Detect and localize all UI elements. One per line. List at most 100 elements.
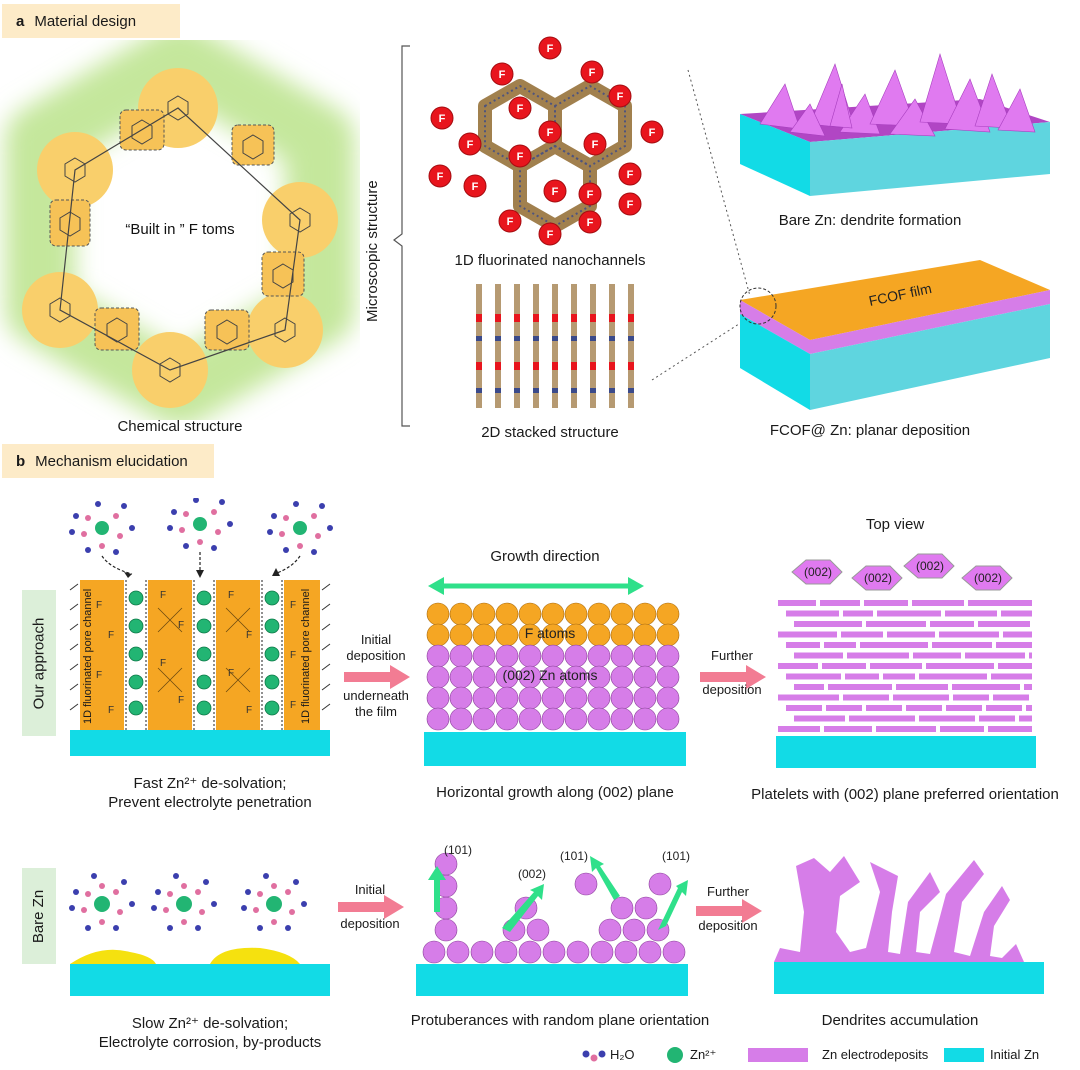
dendrite-substrate <box>774 962 1044 994</box>
platelet-layer <box>952 684 1020 690</box>
platelet-layer <box>1029 652 1032 659</box>
bare-middle-caption: Protuberances with random plane orientat… <box>410 1012 710 1029</box>
zn-atom <box>564 686 588 710</box>
zn-atom <box>587 644 611 668</box>
stacked-caption: 2D stacked structure <box>481 424 619 441</box>
svg-text:F: F <box>467 139 474 151</box>
platelet-layer <box>998 663 1032 669</box>
zn-atom <box>518 644 542 668</box>
dendrite-spikes <box>759 52 1036 137</box>
platelet-layer <box>912 600 964 606</box>
fcof-top-caption: FCOF@ Zn: planar deposition <box>769 422 971 439</box>
platelet-layer <box>843 610 873 617</box>
f-atom <box>564 602 588 626</box>
f-atom <box>495 623 519 647</box>
f-atom <box>610 602 634 626</box>
stacked-structure <box>476 284 634 408</box>
svg-text:F: F <box>617 91 624 103</box>
platelet-layer <box>778 600 816 606</box>
approach-middle-caption: Horizontal growth along (002) plane <box>436 784 674 801</box>
bare-arrow1-line1: Initial <box>354 882 386 897</box>
approach-arrow1-line1: Initial <box>360 632 392 647</box>
platelet-layer <box>794 652 843 659</box>
platelet-layer <box>896 684 948 690</box>
zn-sphere <box>446 940 470 964</box>
platelet-layer <box>913 652 961 659</box>
fcof-film-surface <box>740 260 1050 340</box>
bare-zn-tab: Bare Zn <box>22 868 56 964</box>
svg-text:F: F <box>587 189 594 201</box>
platelet-layer <box>866 621 926 627</box>
svg-text:F: F <box>517 103 524 115</box>
approach-arrow2-line1: Further <box>711 648 753 663</box>
growth-direction-title: Growth direction <box>490 548 600 565</box>
platelet-layer <box>847 652 909 659</box>
zn-atom <box>564 644 588 668</box>
platelet-layer <box>887 631 935 638</box>
zn-atom <box>495 707 519 731</box>
zn-atom <box>633 665 657 689</box>
svg-text:F: F <box>649 127 656 139</box>
linker-box-6 <box>49 199 91 247</box>
chemical-caption: Chemical structure <box>117 418 243 435</box>
zn-atom <box>426 644 450 668</box>
platelet-layer <box>828 684 892 690</box>
zn-sphere <box>574 872 598 896</box>
platelet-layer <box>939 631 999 638</box>
bare-solvated-clusters <box>69 873 307 931</box>
linker-box-3 <box>261 251 305 297</box>
zn-sphere <box>590 940 614 964</box>
svg-text:F: F <box>627 199 634 211</box>
platelet-label-4: (002) <box>974 571 1002 585</box>
bare-zn-solvation-diagram <box>69 873 330 996</box>
bare-zn-label: Bare Zn <box>30 889 48 943</box>
platelet-layer <box>794 621 862 627</box>
platelet-layer <box>870 663 922 669</box>
legend-electrodeposits-label: Zn electrodeposits <box>822 1047 929 1062</box>
bare-zn-top-caption: Bare Zn: dendrite formation <box>778 212 962 229</box>
horizontal-growth-diagram: F atoms (002) Zn atoms <box>424 577 686 766</box>
zn-sphere <box>622 918 646 942</box>
platelet-layer <box>843 694 889 701</box>
fcof-pore-diagram: FF FF FF FF FF FF FF F <box>69 498 333 756</box>
growth-arrow <box>428 577 644 595</box>
platelet-label-2: (002) <box>864 571 892 585</box>
platelet-layer <box>1019 715 1032 722</box>
solvated-ion-clusters <box>69 498 333 555</box>
f-atoms-label: F atoms <box>525 625 576 641</box>
section-b-tag: b Mechanism elucidation <box>2 444 214 478</box>
f-atom <box>587 623 611 647</box>
section-b-title: Mechanism elucidation <box>35 452 188 470</box>
zoom-circle <box>739 287 777 325</box>
bare-arrow2-line2: deposition <box>698 918 758 933</box>
atom-lattice <box>426 602 680 731</box>
zn-atom <box>656 665 680 689</box>
bare-left-caption-2: Electrolyte corrosion, by-products <box>98 1034 322 1051</box>
zn-atom <box>426 665 450 689</box>
f-atom <box>633 623 657 647</box>
zn-atom <box>495 686 519 710</box>
zn-atoms-label: (002) Zn atoms <box>503 667 598 683</box>
svg-text:F: F <box>627 169 634 181</box>
zn-atom <box>449 707 473 731</box>
platelet-layer <box>893 694 949 701</box>
platelet-layer <box>860 642 928 648</box>
platelet-layer <box>1003 631 1032 638</box>
label-101c: (101) <box>662 849 690 863</box>
platelets-diagram: (002) (002) (002) (002) <box>776 553 1036 768</box>
zn-atom <box>587 686 611 710</box>
section-a-tag: a Material design <box>2 4 180 38</box>
platelet-layer <box>1026 705 1032 711</box>
random-orientation-arrows <box>428 856 688 932</box>
svg-text:F: F <box>589 67 596 79</box>
approach-right-caption: Platelets with (002) plane preferred ori… <box>751 786 1059 803</box>
f-atom <box>449 623 473 647</box>
zn-atom <box>426 686 450 710</box>
svg-text:F: F <box>547 43 554 55</box>
zn-atom <box>449 686 473 710</box>
f-atom <box>495 602 519 626</box>
zn-atom <box>518 707 542 731</box>
approach-left-caption-2: Prevent electrolyte penetration <box>108 794 312 811</box>
svg-text:F: F <box>592 139 599 151</box>
